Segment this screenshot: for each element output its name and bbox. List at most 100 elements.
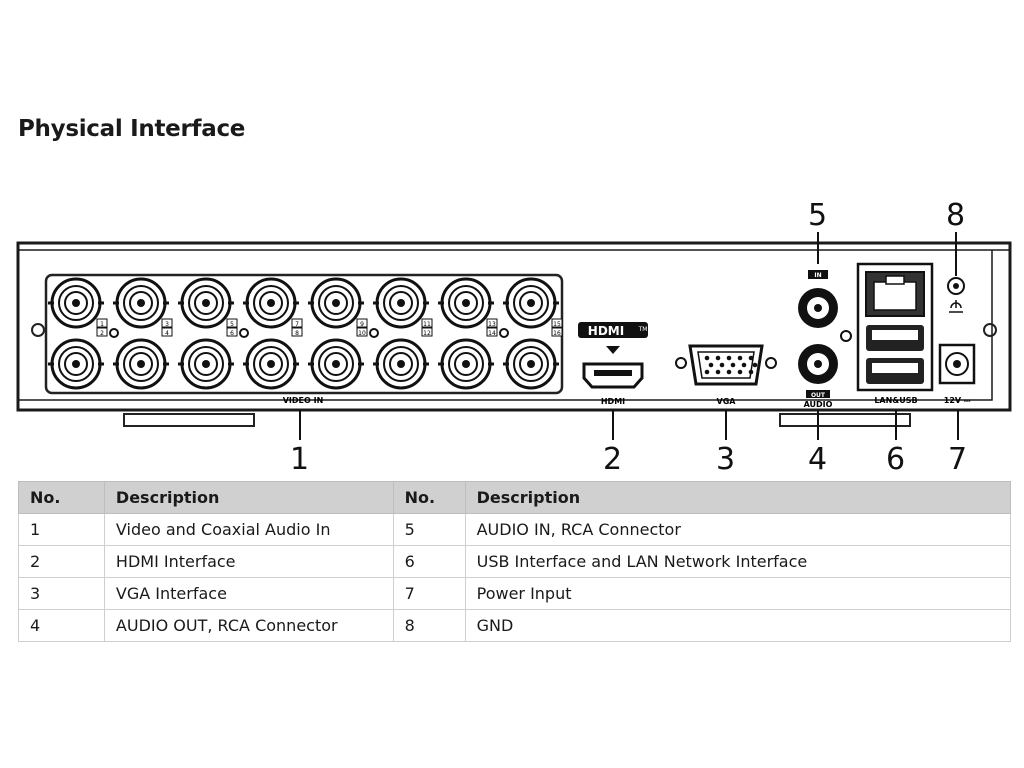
lan-usb-label: LAN&USB [874, 396, 917, 405]
channel-number-tag [161, 318, 173, 328]
channel-number: 3 [165, 321, 169, 328]
hdmi-small-label: HDMI [601, 397, 625, 406]
bnc-connector-icon [243, 338, 299, 390]
table-cell: AUDIO IN, RCA Connector [464, 513, 1012, 546]
table-cell: AUDIO OUT, RCA Connector [103, 609, 394, 642]
callout-leaders [299, 232, 959, 440]
channel-number: 13 [488, 321, 496, 328]
vga-pin [748, 355, 754, 361]
table-row: 1 Video and Coaxial Audio In 5 AUDIO IN,… [18, 513, 1012, 546]
channel-number: 8 [295, 330, 299, 337]
vga-pin [730, 362, 736, 368]
screw-icon [499, 328, 509, 338]
screw-icon [765, 357, 777, 369]
video-in-label: VIDEO IN [283, 396, 324, 405]
table-cell: 8 [392, 609, 466, 642]
table-header: No. [18, 481, 105, 514]
table-header: No. [392, 481, 466, 514]
vga-pin [726, 355, 732, 361]
power-label: 12V ⎓ [944, 396, 971, 405]
vga-pin [748, 369, 754, 375]
table-cell: 7 [392, 577, 466, 610]
table-cell: USB Interface and LAN Network Interface [464, 545, 1012, 578]
screw-icon [109, 328, 119, 338]
callout-1: 1 [290, 442, 310, 477]
screw-icon [239, 328, 249, 338]
callout-4: 4 [808, 442, 828, 477]
bnc-connector-icon [373, 277, 429, 329]
power-jack-icon [938, 343, 976, 385]
ground-symbol-icon [949, 300, 963, 313]
channel-number-tag [551, 318, 563, 328]
channel-number: 16 [553, 330, 561, 337]
vga-pin [715, 355, 721, 361]
vga-pin [704, 369, 710, 375]
hdmi-logo-text: HDMI [588, 324, 624, 338]
interface-table: No. Description No. Description 1 Video … [18, 481, 1012, 642]
channel-number-tag [96, 327, 108, 337]
bnc-connector-icon [48, 277, 104, 329]
vga-port: VGA [675, 344, 777, 406]
vga-pin [715, 369, 721, 375]
hdmi-port: HDMI TM HDMI [578, 322, 648, 406]
bnc-connector-icon [438, 338, 494, 390]
gnd-power: 12V ⎓ [938, 277, 976, 405]
lan-usb-ports: LAN&USB [856, 262, 934, 405]
channel-number: 10 [358, 330, 366, 337]
device-foot [779, 413, 911, 427]
bnc-connector-icon [308, 277, 364, 329]
audio-in-badge [808, 270, 828, 279]
table-cell: 4 [18, 609, 105, 642]
audio-out-label: OUT [811, 392, 826, 399]
callout-3: 3 [716, 442, 736, 477]
vga-pin [719, 362, 725, 368]
channel-number: 14 [488, 330, 496, 337]
bnc-connector-icon [308, 338, 364, 390]
table-header: Description [103, 481, 394, 514]
callout-5: 5 [808, 198, 828, 233]
channel-number-tag [356, 327, 368, 337]
channel-number: 12 [423, 330, 431, 337]
vga-label: VGA [717, 397, 737, 406]
bnc-connector-icon [113, 277, 169, 329]
page-title: Physical Interface [18, 116, 246, 142]
table-cell: Video and Coaxial Audio In [103, 513, 394, 546]
channel-number: 15 [553, 321, 561, 328]
table-cell: Power Input [464, 577, 1012, 610]
screw-icon [840, 330, 852, 342]
audio-out-badge [806, 390, 830, 398]
arrow-down-icon [606, 346, 620, 354]
channel-number-tag [486, 327, 498, 337]
callout-8: 8 [946, 198, 966, 233]
table-row: 3 VGA Interface 7 Power Input [18, 577, 1012, 610]
channel-number: 4 [165, 330, 169, 337]
table-cell: GND [464, 609, 1012, 642]
screw-icon [369, 328, 379, 338]
table-cell: 6 [392, 545, 466, 578]
callout-2: 2 [603, 442, 623, 477]
channel-number: 7 [295, 321, 299, 328]
vga-pin [741, 362, 747, 368]
vga-pins [704, 355, 758, 375]
callout-6: 6 [886, 442, 906, 477]
screw-icon [31, 323, 45, 337]
table-cell: 2 [18, 545, 105, 578]
vga-pin [708, 362, 714, 368]
table-header: Description [464, 481, 1012, 514]
bnc-connector-icon [178, 277, 234, 329]
bnc-connector-icon [178, 338, 234, 390]
channel-number: 2 [100, 330, 104, 337]
table-header-row: No. Description No. Description [18, 481, 1012, 514]
channel-number: 1 [100, 321, 104, 328]
table-row: 2 HDMI Interface 6 USB Interface and LAN… [18, 545, 1012, 578]
lan-usb-frame [856, 262, 934, 392]
screw-icon [675, 357, 687, 369]
vga-pin [752, 362, 758, 368]
channel-number-tag [551, 327, 563, 337]
device-foot [123, 413, 255, 427]
table-cell: VGA Interface [103, 577, 394, 610]
vga-pin [737, 355, 743, 361]
table-cell: HDMI Interface [103, 545, 394, 578]
channel-number: 5 [230, 321, 234, 328]
